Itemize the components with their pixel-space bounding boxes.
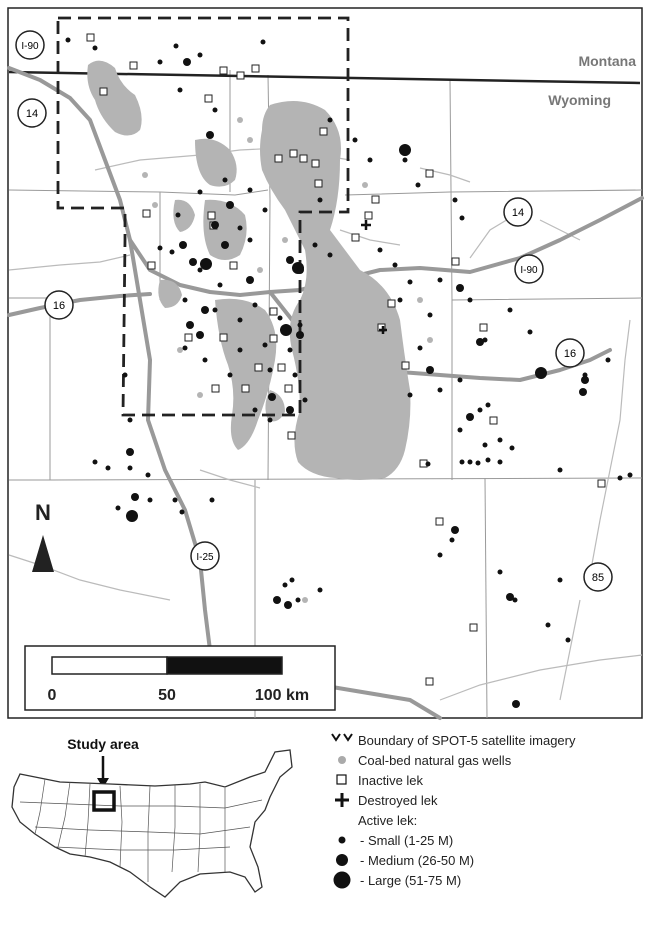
legend-active-medium: - Medium (26-50 M) — [330, 850, 474, 870]
small-lek-icon — [330, 830, 356, 850]
destroyed-lek-icon — [330, 790, 356, 810]
study-area-title: Study area — [67, 736, 139, 752]
gas-well-clusters — [87, 60, 411, 480]
wyoming-label: Wyoming — [548, 92, 611, 108]
legend-destroyed-lek: Destroyed lek — [330, 790, 437, 810]
legend-active-small: - Small (1-25 M) — [330, 830, 453, 850]
shield-us14-east: 14 — [503, 197, 533, 227]
legend-gas-wells: Coal-bed natural gas wells — [330, 750, 511, 770]
montana-label: Montana — [578, 53, 636, 69]
svg-text:14: 14 — [512, 207, 524, 219]
shield-i25: I-25 — [190, 541, 220, 571]
study-area-map: Montana Wyoming — [7, 7, 644, 720]
legend-boundary: Boundary of SPOT-5 satellite imagery — [330, 730, 576, 750]
study-area-box — [92, 790, 116, 812]
gas-well-points — [142, 117, 433, 603]
svg-text:14: 14 — [26, 108, 38, 120]
svg-text:50: 50 — [158, 687, 176, 704]
shield-us14-west: 14 — [17, 98, 47, 128]
us-outline — [11, 749, 293, 898]
us-state-lines — [19, 778, 263, 882]
destroyed-leks — [361, 220, 387, 334]
svg-text:I-90: I-90 — [21, 41, 39, 52]
shield-i90-east: I-90 — [514, 254, 544, 284]
active-leks-large — [126, 144, 547, 522]
medium-lek-icon — [330, 850, 356, 870]
legend-active-lek-heading: Active lek: — [358, 812, 418, 828]
scale-bar: 0 50 100 km — [24, 645, 336, 711]
north-arrow-icon — [32, 535, 54, 572]
active-leks-medium — [126, 58, 589, 708]
svg-text:0: 0 — [48, 687, 57, 704]
gas-well-icon — [330, 750, 356, 770]
shield-us16-east: 16 — [555, 338, 585, 368]
legend-inactive-lek: Inactive lek — [330, 770, 423, 790]
active-leks-small — [65, 37, 633, 643]
svg-text:I-25: I-25 — [196, 552, 214, 563]
inset-us-map: Study area — [11, 736, 293, 898]
route-shields: I-90 14 16 14 I-90 16 I-25 85 — [15, 30, 613, 592]
legend-active-large: - Large (51-75 M) — [330, 870, 461, 890]
north-arrow: N — [32, 500, 54, 572]
large-lek-icon — [330, 870, 356, 890]
svg-text:16: 16 — [564, 348, 576, 360]
spot5-boundary — [56, 16, 350, 417]
inactive-leks — [86, 33, 606, 686]
inactive-lek-icon — [330, 770, 356, 790]
shield-us16-west: 16 — [44, 290, 74, 320]
svg-text:16: 16 — [53, 300, 65, 312]
shield-i90-west: I-90 — [15, 30, 45, 60]
svg-text:85: 85 — [592, 572, 604, 584]
study-area-arrowhead — [97, 778, 109, 788]
svg-text:I-90: I-90 — [520, 265, 538, 276]
shield-us85: 85 — [583, 562, 613, 592]
dashed-boundary-icon — [330, 730, 356, 750]
north-label: N — [35, 500, 51, 525]
svg-text:100 km: 100 km — [255, 687, 309, 704]
